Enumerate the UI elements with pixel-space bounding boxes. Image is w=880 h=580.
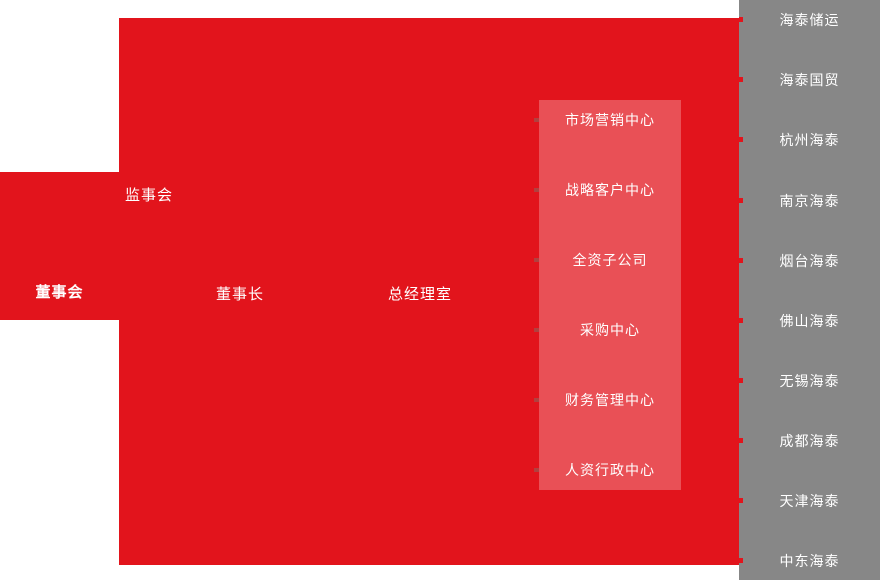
subsidiary-item-label: 海泰储运 (779, 12, 840, 28)
subsidiary-item[interactable]: 烟台海泰 (739, 254, 880, 268)
subsidiary-item[interactable]: 海泰储运 (739, 13, 880, 27)
subsidiary-item-label: 杭州海泰 (779, 132, 840, 148)
department-item[interactable]: 全资子公司 (534, 252, 681, 268)
subsidiary-item[interactable]: 南京海泰 (739, 194, 880, 208)
org-node-general-manager-office[interactable]: 总经理室 (387, 286, 452, 303)
department-item[interactable]: 财务管理中心 (534, 392, 681, 408)
department-item-label: 市场营销中心 (565, 112, 655, 128)
department-item[interactable]: 人资行政中心 (534, 462, 681, 478)
subsidiary-connector-tick-icon (739, 137, 743, 142)
org-node-board[interactable]: 董事会 (35, 284, 84, 301)
subsidiary-item-label: 烟台海泰 (779, 253, 840, 269)
subsidiary-item[interactable]: 天津海泰 (739, 494, 880, 508)
department-connector-tick-icon (534, 328, 539, 332)
subsidiary-sidebar (739, 0, 880, 580)
subsidiary-item-label: 中东海泰 (779, 553, 840, 569)
department-connector-tick-icon (534, 118, 539, 122)
org-node-chairman[interactable]: 董事长 (215, 286, 264, 303)
subsidiary-connector-tick-icon (739, 17, 743, 22)
org-node-supervisory-board[interactable]: 监事会 (125, 187, 174, 204)
subsidiary-item-label: 佛山海泰 (779, 313, 840, 329)
subsidiary-connector-tick-icon (739, 558, 743, 563)
department-item-label: 全资子公司 (572, 252, 648, 268)
department-connector-tick-icon (534, 258, 539, 262)
subsidiary-connector-tick-icon (739, 258, 743, 263)
subsidiary-item-label: 南京海泰 (779, 193, 840, 209)
subsidiary-connector-tick-icon (739, 378, 743, 383)
subsidiary-item-label: 成都海泰 (779, 433, 840, 449)
department-item[interactable]: 市场营销中心 (534, 112, 681, 128)
subsidiary-item-label: 海泰国贸 (779, 72, 840, 88)
subsidiary-item[interactable]: 杭州海泰 (739, 133, 880, 147)
subsidiary-item[interactable]: 成都海泰 (739, 434, 880, 448)
main-red-panel (119, 18, 739, 565)
subsidiary-connector-tick-icon (739, 198, 743, 203)
department-connector-tick-icon (534, 468, 539, 472)
subsidiary-item-label: 天津海泰 (779, 493, 840, 509)
subsidiary-item-label: 无锡海泰 (779, 373, 840, 389)
department-connector-tick-icon (534, 188, 539, 192)
department-item-label: 战略客户中心 (565, 182, 655, 198)
department-item[interactable]: 战略客户中心 (534, 182, 681, 198)
subsidiary-item[interactable]: 中东海泰 (739, 554, 880, 568)
department-item[interactable]: 采购中心 (534, 322, 681, 338)
board-red-block (0, 172, 119, 320)
subsidiary-connector-tick-icon (739, 438, 743, 443)
department-item-label: 采购中心 (580, 322, 640, 338)
department-item-label: 人资行政中心 (565, 462, 655, 478)
department-overlay-panel (539, 100, 681, 490)
department-item-label: 财务管理中心 (565, 392, 655, 408)
department-connector-tick-icon (534, 398, 539, 402)
subsidiary-item[interactable]: 佛山海泰 (739, 314, 880, 328)
subsidiary-item[interactable]: 无锡海泰 (739, 374, 880, 388)
subsidiary-item[interactable]: 海泰国贸 (739, 73, 880, 87)
subsidiary-connector-tick-icon (739, 77, 743, 82)
subsidiary-connector-tick-icon (739, 318, 743, 323)
subsidiary-connector-tick-icon (739, 498, 743, 503)
